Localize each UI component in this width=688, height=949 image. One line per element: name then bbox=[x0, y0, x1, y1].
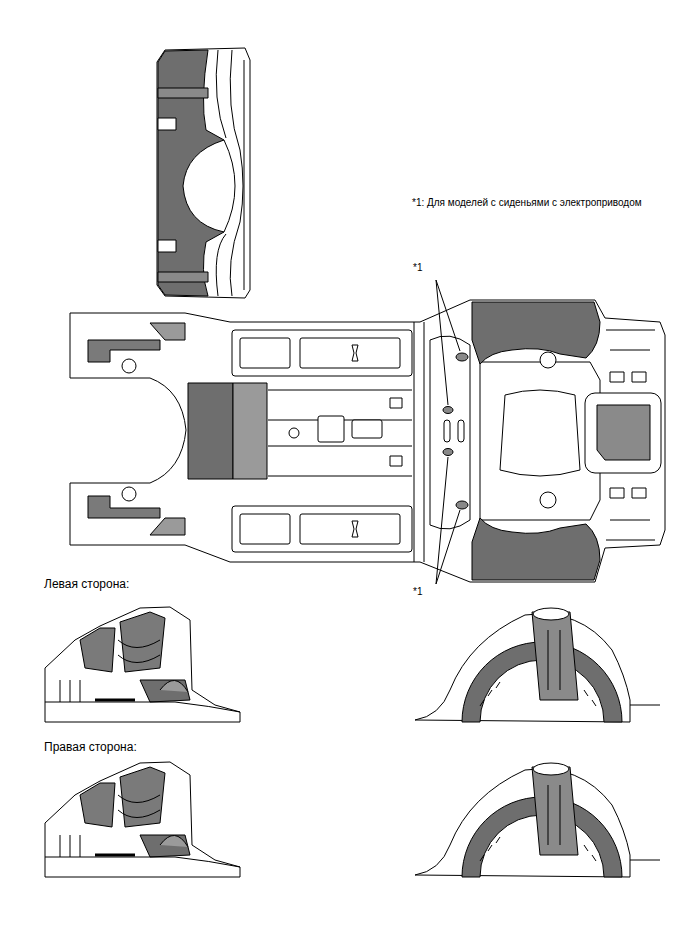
rear-panel bbox=[157, 48, 250, 298]
underbody-floor bbox=[70, 300, 665, 582]
section-heading: Левая сторона: bbox=[44, 578, 129, 592]
section-heading: Правая сторона: bbox=[44, 741, 137, 755]
callout-number: *1 bbox=[413, 586, 422, 598]
leader-line bbox=[436, 280, 460, 584]
footnote: *1: Для моделей с сиденьями с электропри… bbox=[412, 197, 642, 209]
rear-side-view bbox=[415, 608, 660, 722]
front-side-view bbox=[45, 607, 240, 722]
callout-number: *1 bbox=[413, 262, 422, 274]
